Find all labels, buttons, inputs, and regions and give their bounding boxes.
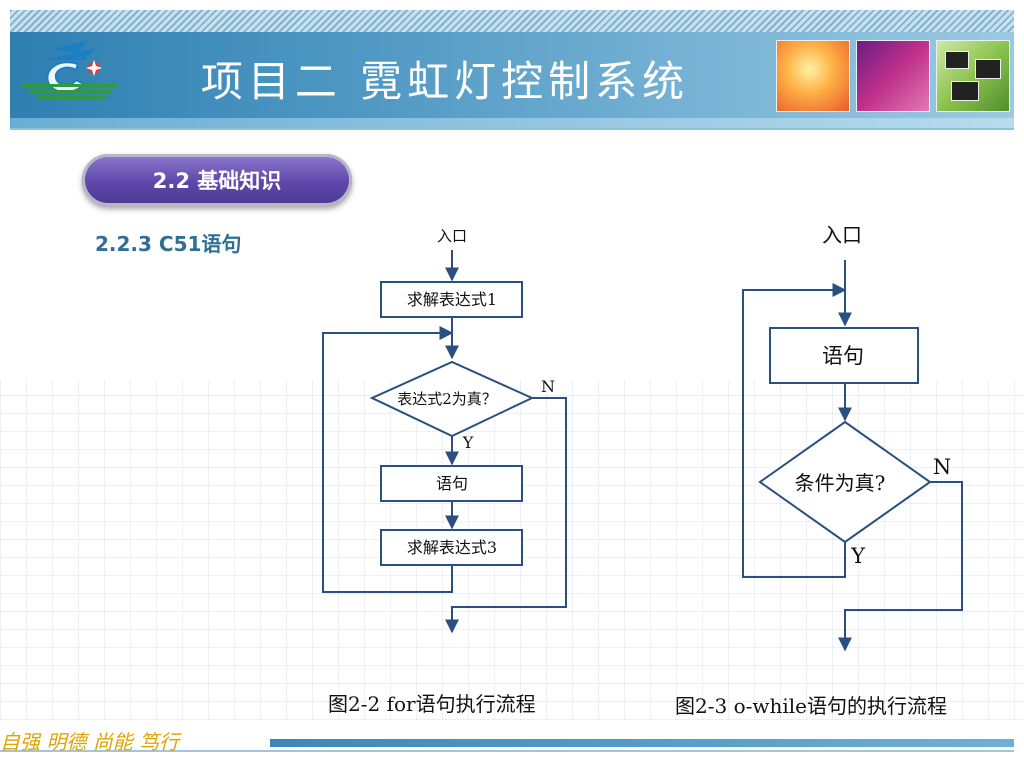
for-box-expr3-label: 求解表达式3: [407, 538, 497, 557]
header-divider: [10, 128, 1014, 130]
dw-entry-label: 入口: [822, 223, 862, 247]
header-image-chips: [936, 40, 1010, 112]
caption-for-flow: 图2-2 for语句执行流程: [328, 692, 536, 716]
for-entry-label: 入口: [437, 227, 467, 245]
footer-motto: 自强 明德 尚能 笃行: [0, 730, 180, 754]
dw-yes-label: Y: [850, 544, 866, 568]
for-no-branch: [445, 397, 567, 634]
for-yes-label: Y: [462, 433, 474, 452]
dw-diamond-label: 条件为真?: [795, 471, 886, 495]
caption-dowhile-flow: 图2-3 o-while语句的执行流程: [675, 694, 947, 718]
dw-box-statement-label: 语句: [822, 344, 864, 368]
header-stripe: [10, 10, 1014, 32]
for-box-statement: [380, 465, 523, 502]
subsection-title: 2.2.3 C51语句: [95, 232, 242, 256]
header-image-binary: [856, 40, 930, 112]
header-image-hand: [776, 40, 850, 112]
school-logo-icon: [22, 40, 118, 99]
for-box-statement-label: 语句: [436, 474, 468, 493]
footer-divider: [0, 750, 1014, 752]
header-bottom-band: [10, 118, 1014, 128]
for-box-expr1: [380, 281, 523, 318]
dw-box-statement: [769, 327, 919, 384]
footer-bar: [270, 739, 1014, 747]
dw-no-label: N: [933, 455, 951, 479]
dw-no-branch: [838, 481, 963, 652]
for-diamond-label: 表达式2为真？: [397, 390, 497, 408]
for-box-expr1-label: 求解表达式1: [407, 290, 497, 309]
page-title: 项目二 霓虹灯控制系统: [200, 56, 690, 106]
section-heading-button[interactable]: 2.2 基础知识: [82, 154, 352, 206]
for-loop-back: [322, 326, 454, 593]
dw-loop-back: [742, 283, 847, 578]
for-no-label: N: [541, 377, 555, 396]
for-box-expr3: [380, 529, 523, 566]
